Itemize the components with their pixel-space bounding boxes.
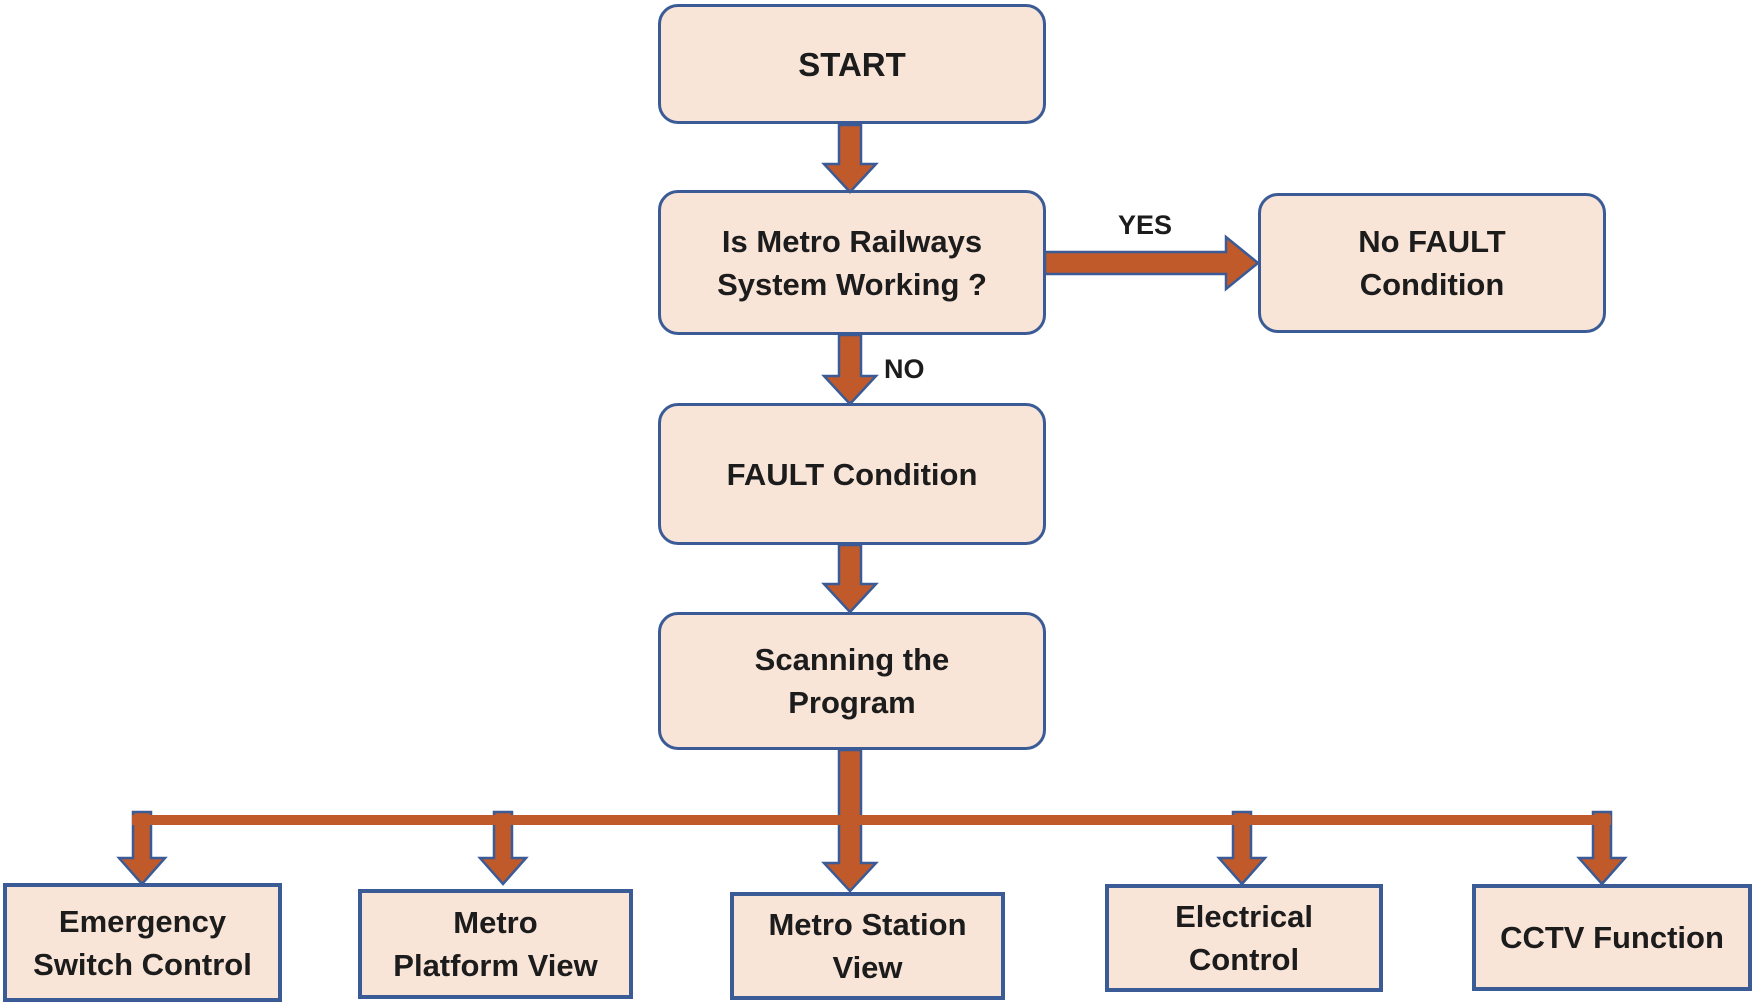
emergency-switch-control-node: Emergency Switch Control [3,883,282,1002]
fault-label: FAULT Condition [726,456,978,492]
station-label-line2: View [832,950,903,985]
electrical-label-line1: Electrical [1175,899,1313,934]
decision-label-line2: System Working ? [717,266,987,302]
arrow-fault-to-scanning [821,543,879,614]
no-fault-label-line2: Condition [1359,267,1505,302]
emergency-label-line2: Switch Control [33,946,252,982]
arrow-yes [1043,234,1260,292]
electrical-control-node: Electrical Control [1105,884,1383,992]
scanning-label-line2: Program [788,685,916,720]
no-label: NO [884,354,925,384]
arrow-start-to-decision [821,123,879,194]
yes-label: YES [1117,210,1173,240]
no-fault-node: No FAULT Condition [1258,193,1606,333]
metro-station-view-node: Metro Station View [730,892,1005,1000]
branch-line [132,815,1611,825]
cctv-label: CCTV Function [1500,920,1724,955]
platform-label-line1: Metro [453,905,538,940]
cctv-function-node: CCTV Function [1472,884,1752,991]
decision-node: Is Metro Railways System Working ? [658,190,1046,335]
platform-label-line2: Platform View [393,948,598,983]
no-fault-label-line1: No FAULT [1358,224,1506,259]
electrical-label-line2: Control [1188,942,1300,977]
scanning-node: Scanning the Program [658,612,1046,750]
decision-label-line1: Is Metro Railways [721,223,983,259]
metro-platform-view-node: Metro Platform View [358,889,633,999]
station-label-line1: Metro Station [768,907,967,942]
start-node: START [658,4,1046,124]
arrow-no [821,333,879,406]
emergency-label-line1: Emergency [58,903,227,939]
arrow-branch-cctv [1576,810,1628,886]
scanning-label-line1: Scanning the [754,642,950,677]
fault-node: FAULT Condition [658,403,1046,545]
start-label: START [798,45,906,83]
